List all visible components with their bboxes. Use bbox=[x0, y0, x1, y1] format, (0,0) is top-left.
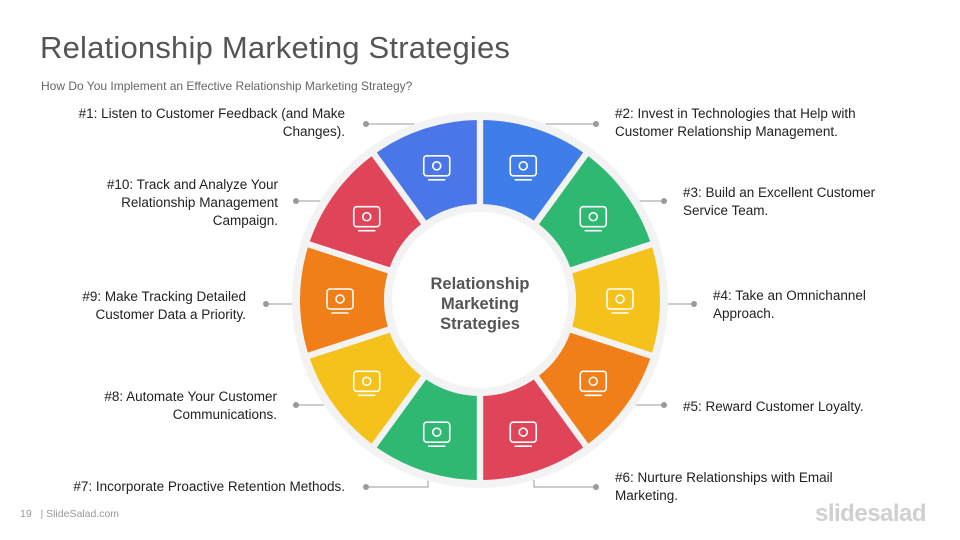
connector-dot bbox=[293, 402, 299, 408]
strategy-label-6: #6: Nurture Relationships with Email Mar… bbox=[615, 470, 833, 503]
connector-dot bbox=[593, 484, 599, 490]
strategy-label-2: #2: Invest in Technologies that Help wit… bbox=[615, 106, 856, 139]
team-stars-icon bbox=[579, 205, 608, 232]
email-megaphone-icon bbox=[509, 421, 538, 447]
person-cycle-icon bbox=[422, 421, 451, 447]
connector-dot bbox=[691, 301, 697, 307]
connector-dot bbox=[363, 121, 369, 127]
brand-logo: slidesalad bbox=[815, 500, 927, 527]
center-circle bbox=[392, 212, 568, 388]
strategy-label-3: #3: Build an Excellent Customer Service … bbox=[683, 185, 876, 218]
connector-line bbox=[366, 480, 429, 488]
wheel-segment-8 bbox=[309, 332, 422, 444]
wheel-segment-3 bbox=[538, 156, 651, 268]
strategy-label-10: #10: Track and Analyze Your Relationship… bbox=[106, 177, 278, 228]
strategy-label-8: #8: Automate Your Customer Communication… bbox=[104, 389, 277, 422]
center-label: Relationship Marketing Strategies bbox=[405, 274, 555, 334]
wheel-segment-1 bbox=[376, 120, 477, 221]
wheel-segment-5 bbox=[538, 332, 651, 444]
connector-dot bbox=[293, 198, 299, 204]
connector-dot bbox=[661, 402, 667, 408]
strategy-label-1: #1: Listen to Customer Feedback (and Mak… bbox=[78, 106, 345, 139]
chart-magnifier-icon bbox=[326, 288, 354, 314]
center-label-line2: Marketing bbox=[441, 295, 519, 313]
strategy-label-7: #7: Incorporate Proactive Retention Meth… bbox=[73, 479, 345, 494]
slide-subtitle: How Do You Implement an Effective Relati… bbox=[41, 79, 413, 93]
clipboard-target-icon bbox=[352, 205, 381, 232]
footer: 19 | SlideSalad.com bbox=[20, 508, 119, 520]
wheel-segment-7 bbox=[376, 379, 477, 480]
network-people-icon bbox=[606, 288, 634, 314]
handshake-gear-icon bbox=[509, 155, 538, 181]
center-label-line1: Relationship bbox=[430, 275, 530, 293]
wheel-segment-2 bbox=[483, 120, 584, 221]
page-number: 19 bbox=[20, 508, 32, 520]
connector-dot bbox=[263, 301, 269, 307]
strategy-label-9: #9: Make Tracking Detailed Customer Data… bbox=[82, 289, 246, 322]
footer-site: | SlideSalad.com bbox=[40, 508, 120, 520]
gift-hand-icon bbox=[579, 370, 608, 397]
megaphone-gear-icon bbox=[352, 370, 381, 397]
connector-dot bbox=[363, 484, 369, 490]
strategy-label-5: #5: Reward Customer Loyalty. bbox=[683, 399, 864, 414]
segment-icons bbox=[326, 155, 634, 447]
connector-dot bbox=[593, 121, 599, 127]
connector-line bbox=[533, 480, 596, 488]
chat-bubbles-icon bbox=[422, 155, 451, 181]
slide-title: Relationship Marketing Strategies bbox=[40, 30, 511, 65]
wheel-segment-10 bbox=[309, 156, 422, 268]
strategy-label-4: #4: Take an Omnichannel Approach. bbox=[713, 288, 866, 321]
connector-dot bbox=[661, 198, 667, 204]
center-label-line3: Strategies bbox=[440, 315, 520, 333]
wheel-segment-6 bbox=[483, 379, 584, 480]
